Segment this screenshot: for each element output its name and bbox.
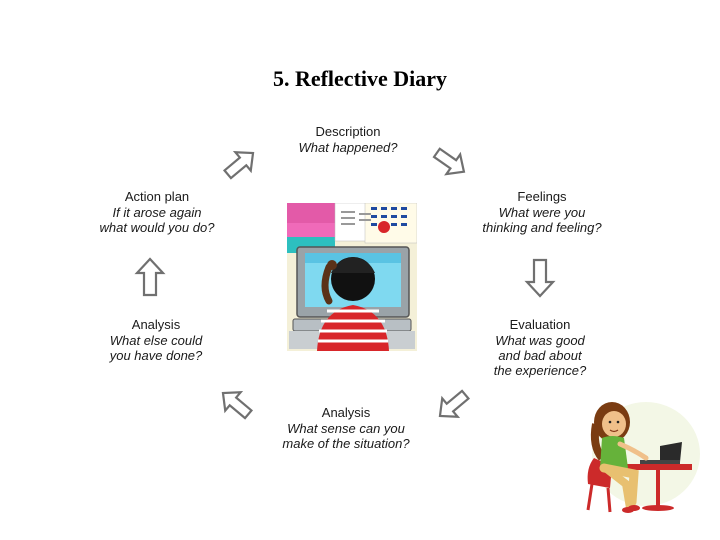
evaluation-question-line-1: What was good [470, 333, 610, 348]
action-plan-question-line-2: what would you do? [82, 220, 232, 235]
arrow-description-to-feelings-icon [428, 140, 472, 184]
evaluation-node: Evaluation What was good and bad about t… [470, 317, 610, 378]
arrow-analysis-to-analysis-icon [214, 382, 258, 426]
arrow-evaluation-to-analysis-icon [431, 383, 475, 427]
evaluation-heading: Evaluation [470, 317, 610, 333]
feelings-question-line-1: What were you [472, 205, 612, 220]
arrow-feelings-to-evaluation-icon [518, 256, 562, 300]
evaluation-question-line-3: the experience? [470, 363, 610, 378]
evaluation-question-line-2: and bad about [470, 348, 610, 363]
feelings-question-line-2: thinking and feeling? [472, 220, 612, 235]
arrow-action-plan-to-description-icon [218, 142, 262, 186]
analysis-bottom-question-line-1: What sense can you [266, 421, 426, 436]
analysis-left-heading: Analysis [86, 317, 226, 333]
analysis-bottom-question-line-2: make of the situation? [266, 436, 426, 451]
arrow-analysis-to-action-plan-icon [128, 255, 172, 299]
description-node: Description What happened? [278, 124, 418, 155]
action-plan-question-line-1: If it arose again [82, 205, 232, 220]
description-question: What happened? [278, 140, 418, 155]
feelings-heading: Feelings [472, 189, 612, 205]
analysis-bottom-heading: Analysis [266, 405, 426, 421]
description-heading: Description [278, 124, 418, 140]
action-plan-heading: Action plan [82, 189, 232, 205]
child-at-computer-illustration [287, 203, 417, 351]
analysis-left-question-line-2: you have done? [86, 348, 226, 363]
analysis-bottom-node: Analysis What sense can you make of the … [266, 405, 426, 451]
feelings-node: Feelings What were you thinking and feel… [472, 189, 612, 235]
action-plan-node: Action plan If it arose again what would… [82, 189, 232, 235]
analysis-left-node: Analysis What else could you have done? [86, 317, 226, 363]
page-title: 5. Reflective Diary [0, 66, 720, 92]
girl-with-laptop-illustration [578, 398, 700, 516]
analysis-left-question-line-1: What else could [86, 333, 226, 348]
